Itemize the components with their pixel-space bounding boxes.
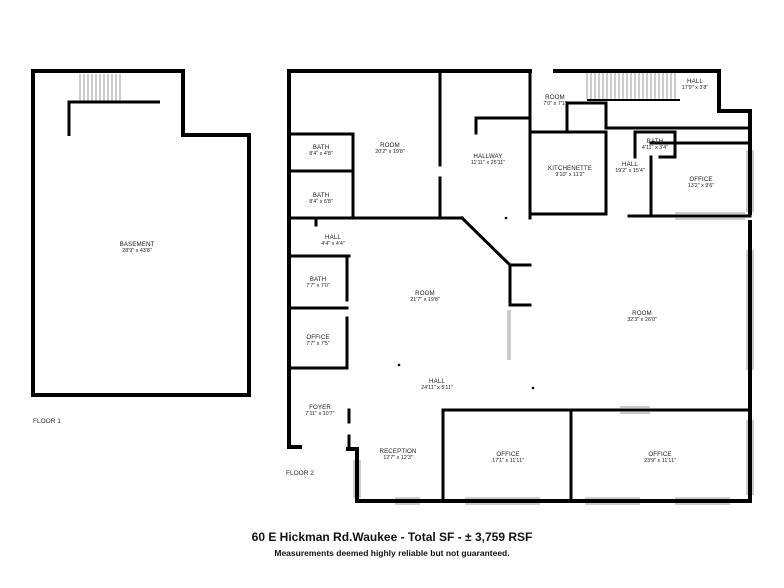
floor1-stairs — [79, 74, 121, 101]
floor2-label: FLOOR 2 — [286, 470, 314, 477]
floor2-exterior-walls — [287, 69, 752, 503]
plan-title: 60 E Hickman Rd.Waukee - Total SF - ± 3,… — [251, 530, 533, 544]
floor1-label: FLOOR 1 — [33, 418, 61, 425]
floor2-wall-markers — [395, 69, 752, 390]
floor1-stair-wall — [67, 100, 160, 136]
floor2-windows — [353, 150, 754, 505]
floor1-walls — [31, 69, 251, 397]
floor2-interior-walls — [287, 69, 752, 503]
floor2-stairs — [586, 73, 680, 101]
plan-disclaimer: Measurements deemed highly reliable but … — [274, 548, 510, 558]
